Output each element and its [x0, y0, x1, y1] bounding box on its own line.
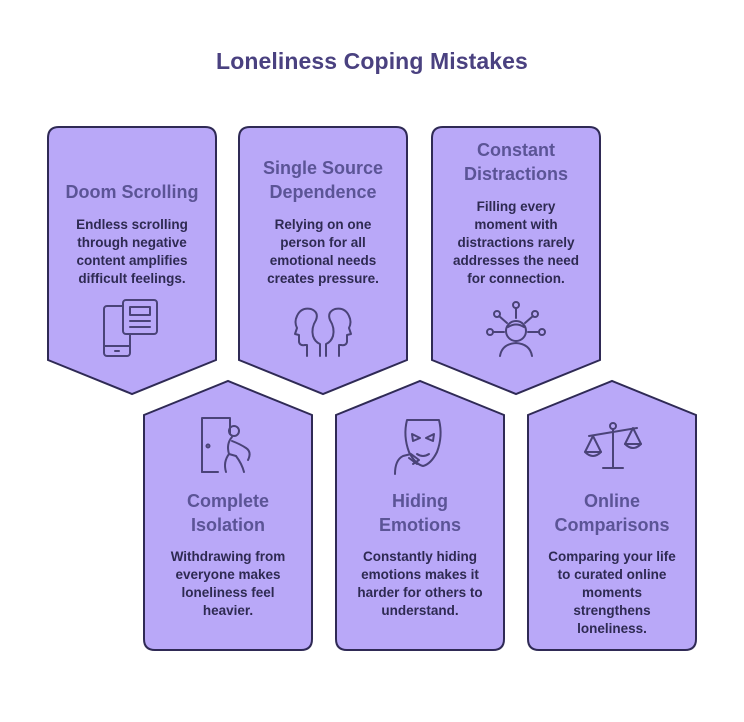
- card-doom-scrolling: Doom Scrolling Endless scrolling through…: [47, 126, 217, 396]
- two-heads-icon: [294, 307, 352, 357]
- card-shape: [527, 379, 697, 651]
- balance-scale-icon: [584, 422, 642, 469]
- card-title: Single Source Dependence: [262, 158, 384, 202]
- mask-icon: [394, 419, 442, 475]
- page-title: Loneliness Coping Mistakes: [216, 48, 528, 74]
- card-title: Hiding Emotions: [378, 491, 461, 535]
- card-title: Complete Isolation: [186, 491, 269, 535]
- card-description: Constantly hiding emotions makes it hard…: [357, 549, 483, 618]
- card-description: Comparing your life to curated online mo…: [548, 549, 676, 636]
- card-description: Filling every moment with distractions r…: [452, 199, 580, 286]
- person-with-connections-icon: [486, 301, 546, 357]
- card-description: Endless scrolling through negative conte…: [76, 217, 188, 286]
- card-description: Withdrawing from everyone makes loneline…: [170, 549, 286, 618]
- person-leaving-door-icon: [201, 417, 251, 473]
- card-hiding-emotions: Hiding Emotions Constantly hiding emotio…: [335, 379, 505, 652]
- card-online-comparisons: Online Comparisons Comparing your life t…: [527, 379, 697, 652]
- card-constant-distractions: Constant Distractions Filling every mome…: [431, 126, 601, 396]
- card-shape: [335, 379, 505, 651]
- card-title: Online Comparisons: [554, 491, 670, 535]
- card-shape: [47, 126, 217, 396]
- card-shape: [143, 379, 313, 651]
- card-title: Doom Scrolling: [65, 182, 199, 202]
- card-title: Constant Distractions: [463, 140, 569, 184]
- card-complete-isolation: Complete Isolation Withdrawing from ever…: [143, 379, 313, 652]
- card-single-source-dependence: Single Source Dependence Relying on one …: [238, 126, 408, 396]
- phone-and-document-icon: [103, 299, 158, 357]
- card-description: Relying on one person for all emotional …: [267, 217, 379, 286]
- card-shape: [431, 126, 601, 396]
- card-shape: [238, 126, 408, 396]
